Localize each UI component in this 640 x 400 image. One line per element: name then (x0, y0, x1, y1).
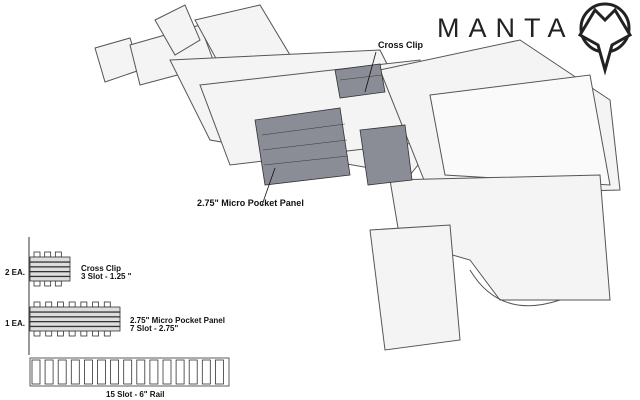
part-spec: 7 Slot - 2.75" (130, 324, 179, 333)
rail-slot (31, 359, 41, 385)
rail-slot (70, 359, 80, 385)
cross-clip-part-lug (33, 280, 41, 287)
cross-clip-part-rib (29, 270, 71, 273)
micro-pocket-panel-part-lug (33, 330, 41, 337)
part-name: 15 Slot - 6" Rail (106, 390, 165, 399)
part-spec: 3 Slot - 1.25 " (81, 272, 132, 281)
cross-clip-part-lug (33, 251, 41, 258)
cross-clip-part-rib (29, 275, 71, 278)
rail-slot (214, 359, 224, 385)
rail-slot (57, 359, 67, 385)
manta-emblem (577, 2, 633, 76)
micro-pocket-panel-part-lug (33, 301, 41, 308)
cross-clip-part-rib (29, 266, 71, 268)
rail-slot (110, 359, 119, 385)
magazine (369, 224, 461, 351)
micro-pocket-panel-part-lug (45, 301, 53, 308)
cross-clip-installed (334, 63, 386, 99)
micro-pocket-panel-part-lug (92, 330, 99, 337)
cross-clip-callout: Cross Clip (378, 40, 424, 50)
cross-clip-part-lug (54, 280, 62, 287)
micro-pocket-panel-part-lug (92, 301, 99, 308)
micro-pocket-panel-part-rib (29, 311, 121, 313)
cross-clip-part-lug (44, 280, 52, 287)
rail-slot (188, 359, 198, 385)
front-sight (154, 4, 201, 56)
rail-slot (201, 359, 211, 385)
cross-clip-leader (364, 51, 377, 93)
micro-pocket-panel-part-lug (103, 330, 111, 337)
micro-pocket-panel-part-rib (29, 325, 121, 328)
micro-pocket-panel-part-lug (68, 330, 76, 337)
cross-clip-part-lug (44, 251, 52, 258)
micro-pocket-panel-installed (254, 107, 351, 186)
rail-slot (84, 359, 93, 385)
micro-pocket-panel-part-lug (57, 330, 64, 337)
rail-slot (136, 359, 146, 385)
micro-pocket-panel-part-lug (80, 330, 88, 337)
rail-slot (44, 359, 54, 385)
rail-slot (175, 359, 185, 385)
rail-slot (149, 359, 159, 385)
part-qty: 2 EA. (5, 268, 26, 277)
rail-slot (162, 359, 172, 385)
panel-leader (261, 167, 276, 206)
part-name: Cross Clip (81, 264, 122, 273)
micro-pocket-panel-part-lug (57, 301, 64, 308)
rail-section-installed (359, 124, 413, 186)
part-qty: 1 EA. (5, 319, 26, 328)
cross-clip-part (29, 256, 71, 282)
rail-slot (97, 359, 106, 385)
cross-clip-part-rib (29, 261, 71, 263)
micro-pocket-panel-part-lug (80, 301, 88, 308)
part-name: 2.75" Micro Pocket Panel (130, 316, 225, 325)
micro-pocket-panel-part-lug (103, 301, 111, 308)
micro-pocket-panel-callout: 2.75" Micro Pocket Panel (197, 198, 304, 208)
brand-logo-text: MANTA (437, 13, 575, 43)
micro-pocket-panel-part-rib (29, 316, 121, 318)
micro-pocket-panel-part-lug (45, 330, 53, 337)
rail-slot (123, 359, 133, 385)
cross-clip-part-lug (54, 251, 62, 258)
micro-pocket-panel-part-lug (68, 301, 76, 308)
micro-pocket-panel-part-rib (29, 320, 121, 323)
micro-pocket-panel-part (29, 306, 121, 332)
